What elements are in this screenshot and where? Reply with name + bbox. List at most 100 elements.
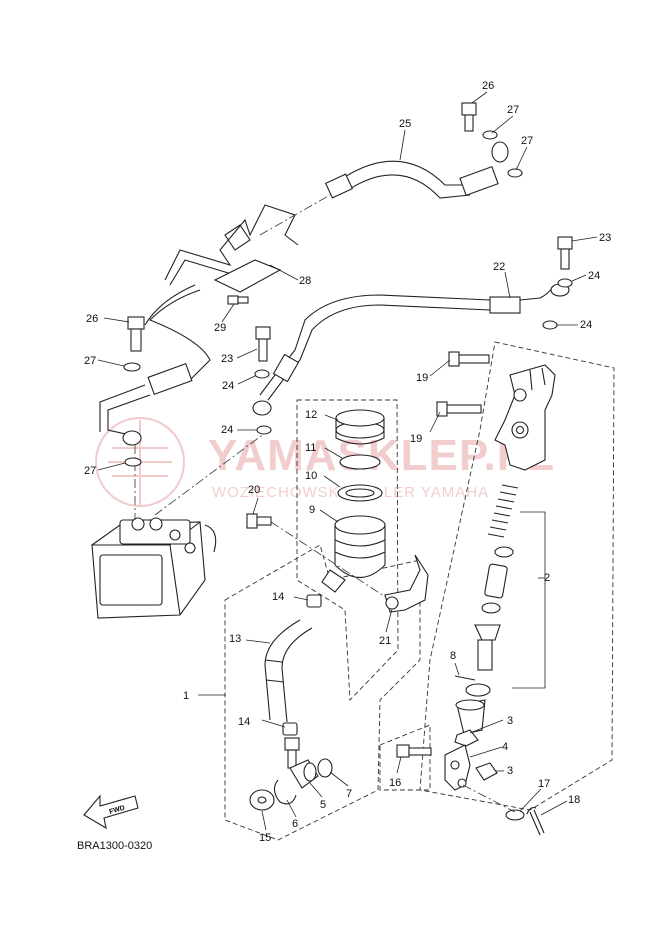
diaphragm-10: [337, 484, 383, 502]
reservoir-hose-13: [264, 619, 313, 723]
callout-2: 2: [544, 572, 550, 584]
callout-27-left-b: 27: [84, 465, 96, 477]
callout-29: 29: [214, 322, 226, 334]
callout-12: 12: [305, 409, 317, 421]
reservoir-group-outline: [296, 399, 399, 702]
clevis-4: [444, 744, 471, 791]
bolt-16-outline: [379, 724, 431, 791]
callout-labels: 26 27 27 25 28 29 26 27 27 23 24 24 22 2…: [84, 80, 611, 844]
brake-hose-22: [489, 283, 570, 314]
circlip-6: [273, 779, 297, 805]
hose-joint-5: [284, 737, 319, 789]
callout-23-right: 23: [599, 232, 611, 244]
abs-centerline-2: [154, 432, 266, 516]
bolt-19-lower: [436, 401, 482, 417]
gasket-24-right-a: [557, 278, 573, 288]
assembly-1-outline: [224, 544, 421, 841]
callout-19-lower: 19: [410, 433, 422, 445]
callout-26-left: 26: [86, 313, 98, 325]
callout-24-mid-a: 24: [222, 380, 234, 392]
boot-15: [249, 789, 275, 811]
callout-15: 15: [259, 832, 271, 844]
reservoir-cap-12: [335, 409, 385, 445]
callout-13: 13: [229, 633, 241, 645]
fwd-label: FWD: [109, 805, 126, 816]
callout-24-right-a: 24: [588, 270, 600, 282]
callout-28: 28: [299, 275, 311, 287]
pipe-bracket-28: [164, 204, 299, 293]
brake-pipe: [144, 284, 211, 381]
gasket-24-mid-b: [256, 425, 272, 435]
callout-14-lower: 14: [238, 716, 250, 728]
callout-7: 7: [346, 788, 352, 800]
callout-11: 11: [305, 442, 316, 454]
reservoir-bracket-21: [384, 554, 429, 613]
seal-ring: [465, 683, 491, 697]
master-cylinder-outline: [419, 341, 615, 811]
callout-3-upper: 3: [507, 715, 513, 727]
abs-hydraulic-unit: [91, 517, 217, 619]
nut-3-lower: [475, 762, 498, 781]
callout-9: 9: [309, 504, 315, 516]
o-ring-7: [317, 758, 333, 778]
callout-22: 22: [493, 261, 505, 273]
callout-27-top-a: 27: [507, 104, 519, 116]
leader-lines: [97, 91, 598, 831]
pin-8: [454, 675, 476, 681]
callout-20: 20: [248, 484, 260, 496]
brake-hose-25: [259, 141, 509, 236]
callout-24-mid-b: 24: [221, 424, 233, 436]
callout-26-top: 26: [482, 80, 494, 92]
callout-4: 4: [502, 741, 508, 753]
callout-21: 21: [379, 635, 391, 647]
callout-25: 25: [399, 118, 411, 130]
plate-11: [339, 454, 381, 470]
clip-14-upper: [306, 594, 322, 608]
union-bolt-23-right: [557, 236, 573, 270]
gasket-24-right-b: [542, 320, 558, 330]
gasket-24-mid-a: [254, 369, 270, 379]
callout-8: 8: [450, 650, 456, 662]
callout-19-upper: 19: [416, 372, 428, 384]
hose-end-fitting-mid: [252, 294, 491, 416]
union-bolt-26-top: [461, 102, 477, 132]
diagram-code: BRA1300-0320: [77, 840, 152, 852]
bolt-20: [246, 513, 391, 601]
callout-3-lower: 3: [507, 765, 513, 777]
union-bolt-26-left: [127, 316, 145, 352]
pipe-fitting-left: [99, 362, 193, 446]
bolt-16: [396, 744, 432, 758]
watermark: YAMASKLEP.PL WOZIECHOWSKI DEALER YAMAHA: [95, 417, 554, 507]
callout-27-left-a: 27: [84, 355, 96, 367]
union-bolt-23-mid: [255, 326, 271, 362]
callout-1: 1: [183, 690, 189, 702]
callout-18: 18: [568, 794, 580, 806]
callout-27-top-b: 27: [521, 135, 533, 147]
clip-14-lower: [282, 722, 298, 736]
pin-centerline: [462, 784, 516, 813]
cotter-pin-18: [526, 807, 545, 836]
callout-23-mid: 23: [221, 353, 233, 365]
cylinder-kit-2: [474, 484, 546, 689]
callout-16: 16: [389, 777, 401, 789]
bolt-29: [227, 295, 249, 305]
nut-3-upper: [454, 729, 479, 747]
gasket-27-left-b: [124, 457, 142, 467]
callout-6: 6: [292, 818, 298, 830]
fwd-arrow: FWD: [83, 794, 139, 830]
watermark-logo-ring: [95, 417, 185, 507]
reservoir-tank-9: [321, 515, 386, 593]
gasket-27-left-a: [123, 362, 141, 372]
callout-14-upper: 14: [272, 591, 284, 603]
bolt-19-upper: [448, 351, 490, 367]
callout-24-right-b: 24: [580, 319, 592, 331]
washer-17: [505, 809, 525, 821]
gasket-27-top-b: [507, 168, 523, 178]
callout-17: 17: [538, 778, 550, 790]
callout-5: 5: [320, 799, 326, 811]
rear-master-cylinder-body: [494, 364, 556, 471]
gasket-27-top-a: [482, 130, 498, 140]
callout-10: 10: [305, 470, 317, 482]
